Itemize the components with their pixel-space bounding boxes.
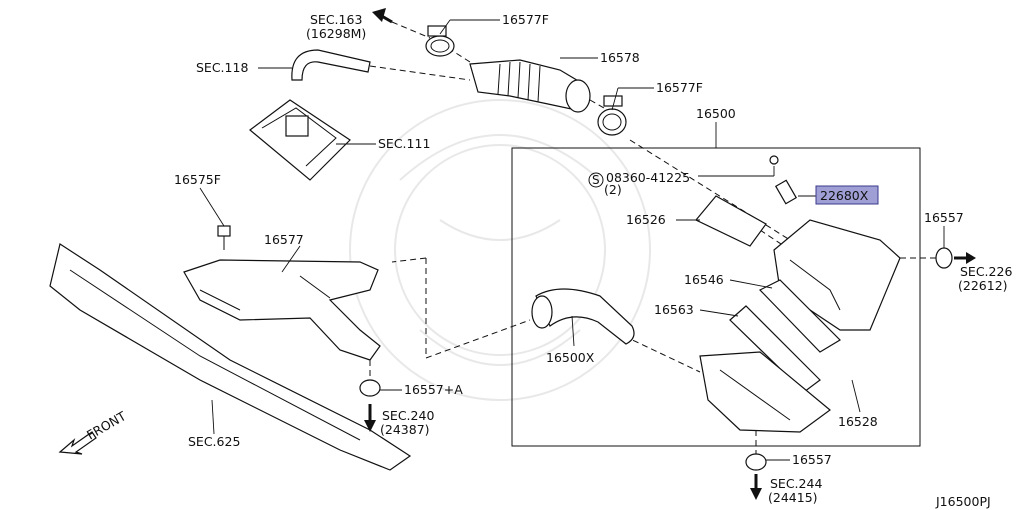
- bolt-s-symbol: [588, 172, 604, 188]
- highlight-22680x: [815, 185, 879, 205]
- label-bolt-s: S: [592, 173, 600, 187]
- label-16563: 16563: [654, 302, 694, 317]
- filter-16546: [758, 279, 841, 353]
- label-sec240: SEC.240: [382, 408, 434, 423]
- clamp-16577f-mid: [597, 95, 627, 136]
- label-16577f-mid: 16577F: [656, 80, 703, 95]
- arrow-down-icon-sec240: [364, 420, 376, 432]
- label-sec111: SEC.111: [378, 136, 430, 151]
- label-sec240-sub: (24387): [380, 422, 430, 437]
- bolt-16575f: [217, 225, 231, 250]
- label-diagram-code: J16500PJ: [935, 494, 991, 509]
- grommet-16557-bottom: [745, 453, 767, 471]
- label-22680x: 22680X: [820, 188, 869, 203]
- label-sec226-sub: (22612): [958, 278, 1008, 293]
- label-16557-right: 16557: [924, 210, 964, 225]
- arrow-down-icon-sec244: [750, 488, 762, 500]
- dashed-guides: [369, 21, 936, 454]
- label-16546: 16546: [684, 272, 724, 287]
- label-16528: 16528: [838, 414, 878, 429]
- labels: SEC.163 (16298M) 16577F 16578 SEC.118 16…: [84, 12, 1012, 509]
- hose-sec118: [291, 49, 371, 81]
- label-bolt-qty: (2): [604, 182, 622, 197]
- label-sec163-sub: (16298M): [306, 26, 366, 41]
- cover-16526: [695, 195, 767, 247]
- label-front: FRONT: [84, 408, 129, 443]
- front-arrow-icon: [58, 431, 97, 455]
- duct-16578: [469, 59, 591, 113]
- leader-lines: [199, 19, 945, 461]
- label-16500x: 16500X: [546, 350, 595, 365]
- label-sec163: SEC.163: [310, 12, 362, 27]
- arrow-up-left-icon: [372, 8, 386, 22]
- core-support-sec625: [49, 243, 412, 471]
- arrow-icons: [58, 8, 976, 500]
- label-16577: 16577: [264, 232, 304, 247]
- lower-case-16528: [699, 351, 831, 433]
- label-16577f-top: 16577F: [502, 12, 549, 27]
- watermark-emblem: [349, 99, 651, 401]
- label-sec244: SEC.244: [770, 476, 822, 491]
- duct-16577: [183, 259, 381, 361]
- intake-16500x: [531, 288, 635, 345]
- sensor-22680x: [769, 155, 798, 205]
- clamp-16577f-top: [425, 25, 455, 57]
- label-16500: 16500: [696, 106, 736, 121]
- label-16575f: 16575F: [174, 172, 221, 187]
- label-16526: 16526: [626, 212, 666, 227]
- label-sec118: SEC.118: [196, 60, 248, 75]
- engine-head-sec111: [249, 99, 351, 181]
- label-sec625: SEC.625: [188, 434, 240, 449]
- label-16557a: 16557+A: [404, 382, 463, 397]
- label-sec244-sub: (24415): [768, 490, 818, 505]
- label-16557-bottom: 16557: [792, 452, 832, 467]
- arrow-right-icon: [966, 252, 976, 264]
- label-bolt-code: 08360-41225: [606, 170, 690, 185]
- label-16578: 16578: [600, 50, 640, 65]
- grommet-16557a: [359, 379, 381, 397]
- grommet-16557-right: [935, 247, 953, 269]
- label-sec226: SEC.226: [960, 264, 1012, 279]
